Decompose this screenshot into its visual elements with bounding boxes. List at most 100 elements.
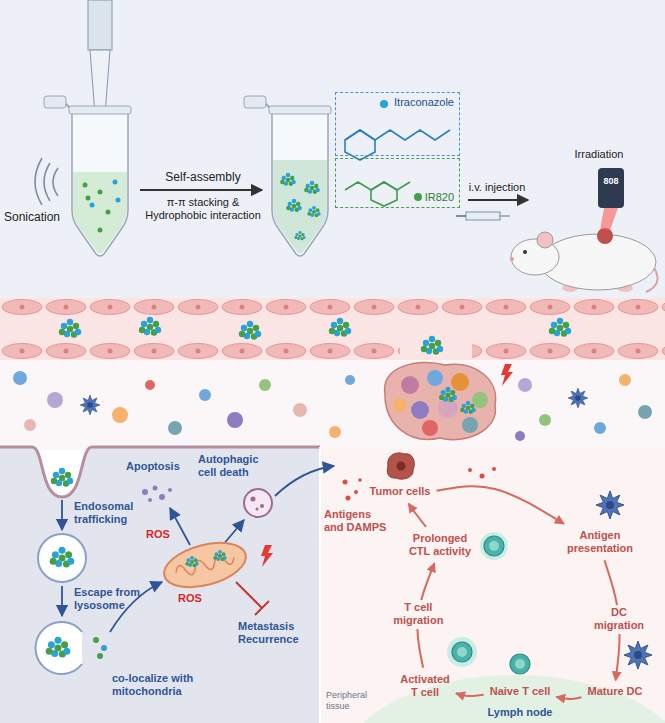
blood-vessel	[472, 342, 665, 360]
endosome	[38, 534, 86, 582]
ros-label: ROS	[178, 592, 210, 605]
component-box: IR820	[335, 158, 460, 208]
cell-label: Naive T cell	[487, 683, 554, 700]
apoptotic-body	[142, 489, 148, 495]
node-text: Antigen presentation	[563, 529, 637, 555]
tissue-cell	[199, 389, 211, 401]
nanoparticle	[239, 321, 261, 340]
tube	[44, 96, 131, 256]
tube	[90, 203, 95, 208]
tumor-cell	[387, 453, 414, 479]
molecule-structure	[345, 130, 450, 140]
lysosome	[46, 637, 71, 658]
step-label: π-π stacking & Hydrophobic interaction	[136, 196, 270, 222]
apoptotic-body	[159, 494, 165, 500]
endosome	[38, 534, 86, 582]
autophagosome	[244, 489, 272, 517]
tissue-cell	[80, 395, 100, 415]
process-arrow	[468, 199, 528, 201]
lysosome	[36, 622, 82, 674]
process-label: co-localize with mitochondria	[112, 672, 222, 698]
process-label: Metastasis Recurrence	[238, 620, 316, 646]
mitochondrion	[159, 535, 250, 595]
sonication-waves	[53, 168, 58, 196]
tube	[116, 198, 121, 203]
antigen-dot	[354, 490, 358, 494]
tumor	[460, 401, 476, 414]
cell-panel	[0, 447, 320, 723]
antigen-dot	[492, 467, 496, 471]
tube	[73, 172, 127, 254]
endosome	[50, 547, 75, 568]
tube	[280, 173, 296, 186]
ros-label: ROS	[146, 528, 178, 541]
autophagosome	[256, 508, 259, 511]
tissue-cell	[539, 414, 551, 426]
apoptotic-body	[168, 488, 172, 492]
component-box: Itraconazole	[335, 92, 460, 156]
tumor	[451, 373, 469, 391]
mitochondrion	[159, 535, 250, 595]
step-label: i.v. injection	[462, 181, 532, 194]
cell-panel	[0, 447, 320, 723]
tube	[272, 112, 328, 256]
mouse	[537, 232, 553, 248]
tissue-cell	[112, 407, 128, 423]
tumor	[385, 363, 496, 440]
process-arrow	[62, 466, 334, 632]
tube	[273, 160, 327, 254]
immune-panel	[319, 447, 321, 723]
sonication-waves	[35, 158, 58, 205]
tissue-cell	[568, 388, 588, 408]
cycle-arrow	[436, 486, 563, 524]
apoptotic-body	[142, 486, 172, 503]
node-text: IR820	[425, 191, 454, 204]
tissue-cell	[619, 374, 631, 386]
tumor	[411, 401, 429, 419]
blood-vessel	[0, 342, 400, 360]
immune-panel	[320, 447, 665, 723]
antigen-dot	[358, 478, 362, 482]
tube	[244, 96, 266, 108]
tumor	[439, 387, 457, 402]
tube	[106, 210, 111, 215]
tissue-cell	[518, 378, 532, 392]
node-text: Activated T cell	[400, 673, 450, 699]
wavelength-label: 808	[598, 176, 624, 187]
dendritic-cell	[624, 641, 652, 669]
tissue-cell	[47, 392, 63, 408]
nanoparticle	[51, 468, 73, 487]
process-label: Autophagic cell death	[198, 453, 278, 479]
cell-label: Prolonged CTL activity	[403, 530, 478, 560]
step-label: Sonication	[4, 210, 70, 224]
mouse	[510, 257, 514, 261]
edge-label: T cell migration	[386, 600, 450, 628]
tube	[98, 190, 103, 195]
step-label: Self-assembly	[146, 170, 260, 184]
mitochondrion	[174, 551, 235, 578]
apoptotic-body	[153, 486, 158, 491]
nanoparticle	[139, 317, 161, 336]
process-arrow	[61, 500, 63, 530]
tumor	[393, 398, 407, 412]
inhibition-line	[255, 601, 269, 615]
tissue-cell	[329, 426, 341, 438]
antigen-dot	[346, 496, 351, 501]
lightning	[501, 364, 513, 386]
mouse	[510, 228, 658, 292]
tumor	[385, 363, 496, 440]
tumor-cell	[387, 453, 414, 479]
mitochondrion	[159, 535, 250, 595]
tube	[269, 106, 331, 114]
t-cell	[452, 642, 472, 662]
background	[0, 0, 665, 450]
nanoparticle	[59, 319, 81, 338]
laser-device	[598, 168, 624, 230]
tissue-cell	[13, 371, 27, 385]
lightning	[261, 545, 273, 567]
node-text: Itraconazole	[394, 96, 454, 109]
nanoparticle	[421, 336, 443, 355]
process-arrow	[170, 508, 190, 545]
